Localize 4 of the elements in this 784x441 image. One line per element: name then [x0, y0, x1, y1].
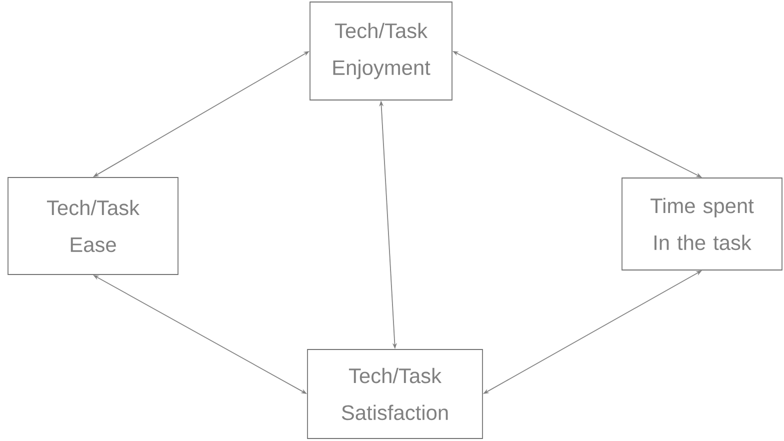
- concept-box: Time spent In the task: [622, 178, 782, 270]
- concept-box: Tech/Task Ease: [8, 177, 178, 275]
- concept-box: Tech/Task Satisfaction: [307, 349, 483, 439]
- concept-box: Tech/Task Enjoyment: [310, 2, 452, 100]
